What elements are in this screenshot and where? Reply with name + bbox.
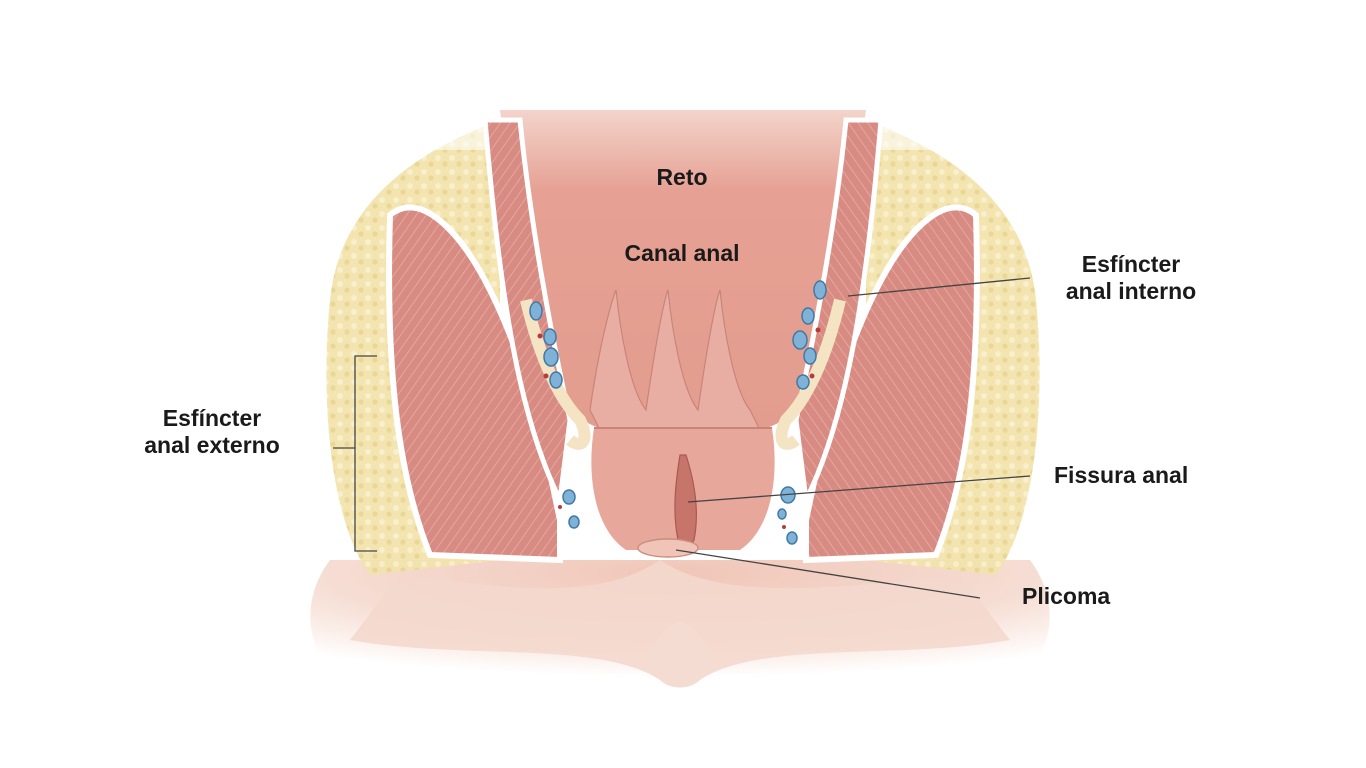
vessels-left: [529, 301, 580, 529]
leader-plicoma: [675, 549, 981, 599]
rectum: [500, 110, 866, 430]
leader-fissure: [687, 475, 1031, 503]
skin-tag: [637, 538, 699, 558]
anal-columns: [589, 289, 761, 431]
vessels-right: [777, 280, 827, 545]
leader-internal-sphincter: [847, 277, 1031, 297]
label-fissura-anal: Fissura anal: [1054, 462, 1189, 488]
label-plicoma: Plicoma: [1022, 583, 1111, 609]
label-canal-anal: Canal anal: [624, 240, 740, 266]
leader-lines: [333, 277, 1031, 599]
bracket-external-sphincter: [333, 355, 377, 552]
label-esfincter-externo: Esfíncter anal externo: [144, 405, 280, 458]
label-esfincter-interno: Esfíncter anal interno: [1065, 251, 1197, 304]
label-reto: Reto: [656, 164, 708, 190]
